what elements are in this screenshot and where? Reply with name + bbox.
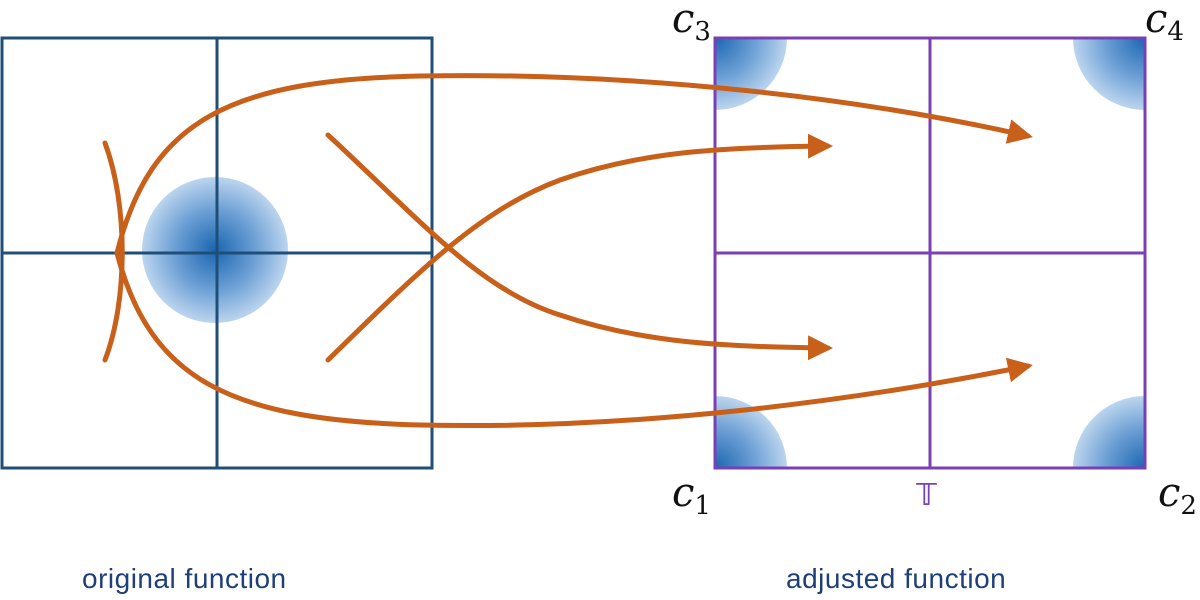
corner-c2-sub: 2 bbox=[1180, 491, 1197, 521]
corner-label-c4: c4 bbox=[1145, 0, 1184, 47]
arrow-to-upper-middle bbox=[325, 133, 833, 363]
corner-c2-base: c bbox=[1158, 470, 1181, 516]
adjusted-grid bbox=[713, 36, 1147, 470]
corner-blob-bottom-right bbox=[1073, 396, 1145, 468]
mapping-arrows bbox=[102, 73, 1033, 429]
corner-label-c1: c1 bbox=[672, 470, 711, 521]
corner-c1-sub: 1 bbox=[694, 491, 711, 521]
original-grid bbox=[0, 36, 434, 470]
corner-c1-base: c bbox=[672, 470, 695, 516]
original-function-caption: original function bbox=[82, 563, 287, 594]
corner-c3-sub: 3 bbox=[694, 17, 711, 47]
adjusted-function-caption: adjusted function bbox=[786, 563, 1007, 594]
corner-c4-sub: 4 bbox=[1167, 17, 1184, 47]
corner-c3-base: c bbox=[672, 0, 695, 42]
torus-symbol: 𝕋 bbox=[916, 478, 937, 513]
arrow-to-top-right bbox=[114, 73, 1033, 256]
original-blob bbox=[142, 177, 288, 323]
arrow-to-lower-middle bbox=[325, 132, 833, 361]
arrow-to-bottom-right bbox=[114, 250, 1033, 429]
corner-blob-top-right bbox=[1073, 38, 1145, 110]
corner-blob-bottom-left bbox=[715, 396, 787, 468]
corner-blob-top-left bbox=[715, 38, 787, 110]
left-arc-curve bbox=[102, 140, 125, 363]
corner-c4-base: c bbox=[1145, 0, 1168, 42]
corner-label-c3: c3 bbox=[672, 0, 711, 47]
corner-label-c2: c2 bbox=[1158, 470, 1197, 521]
